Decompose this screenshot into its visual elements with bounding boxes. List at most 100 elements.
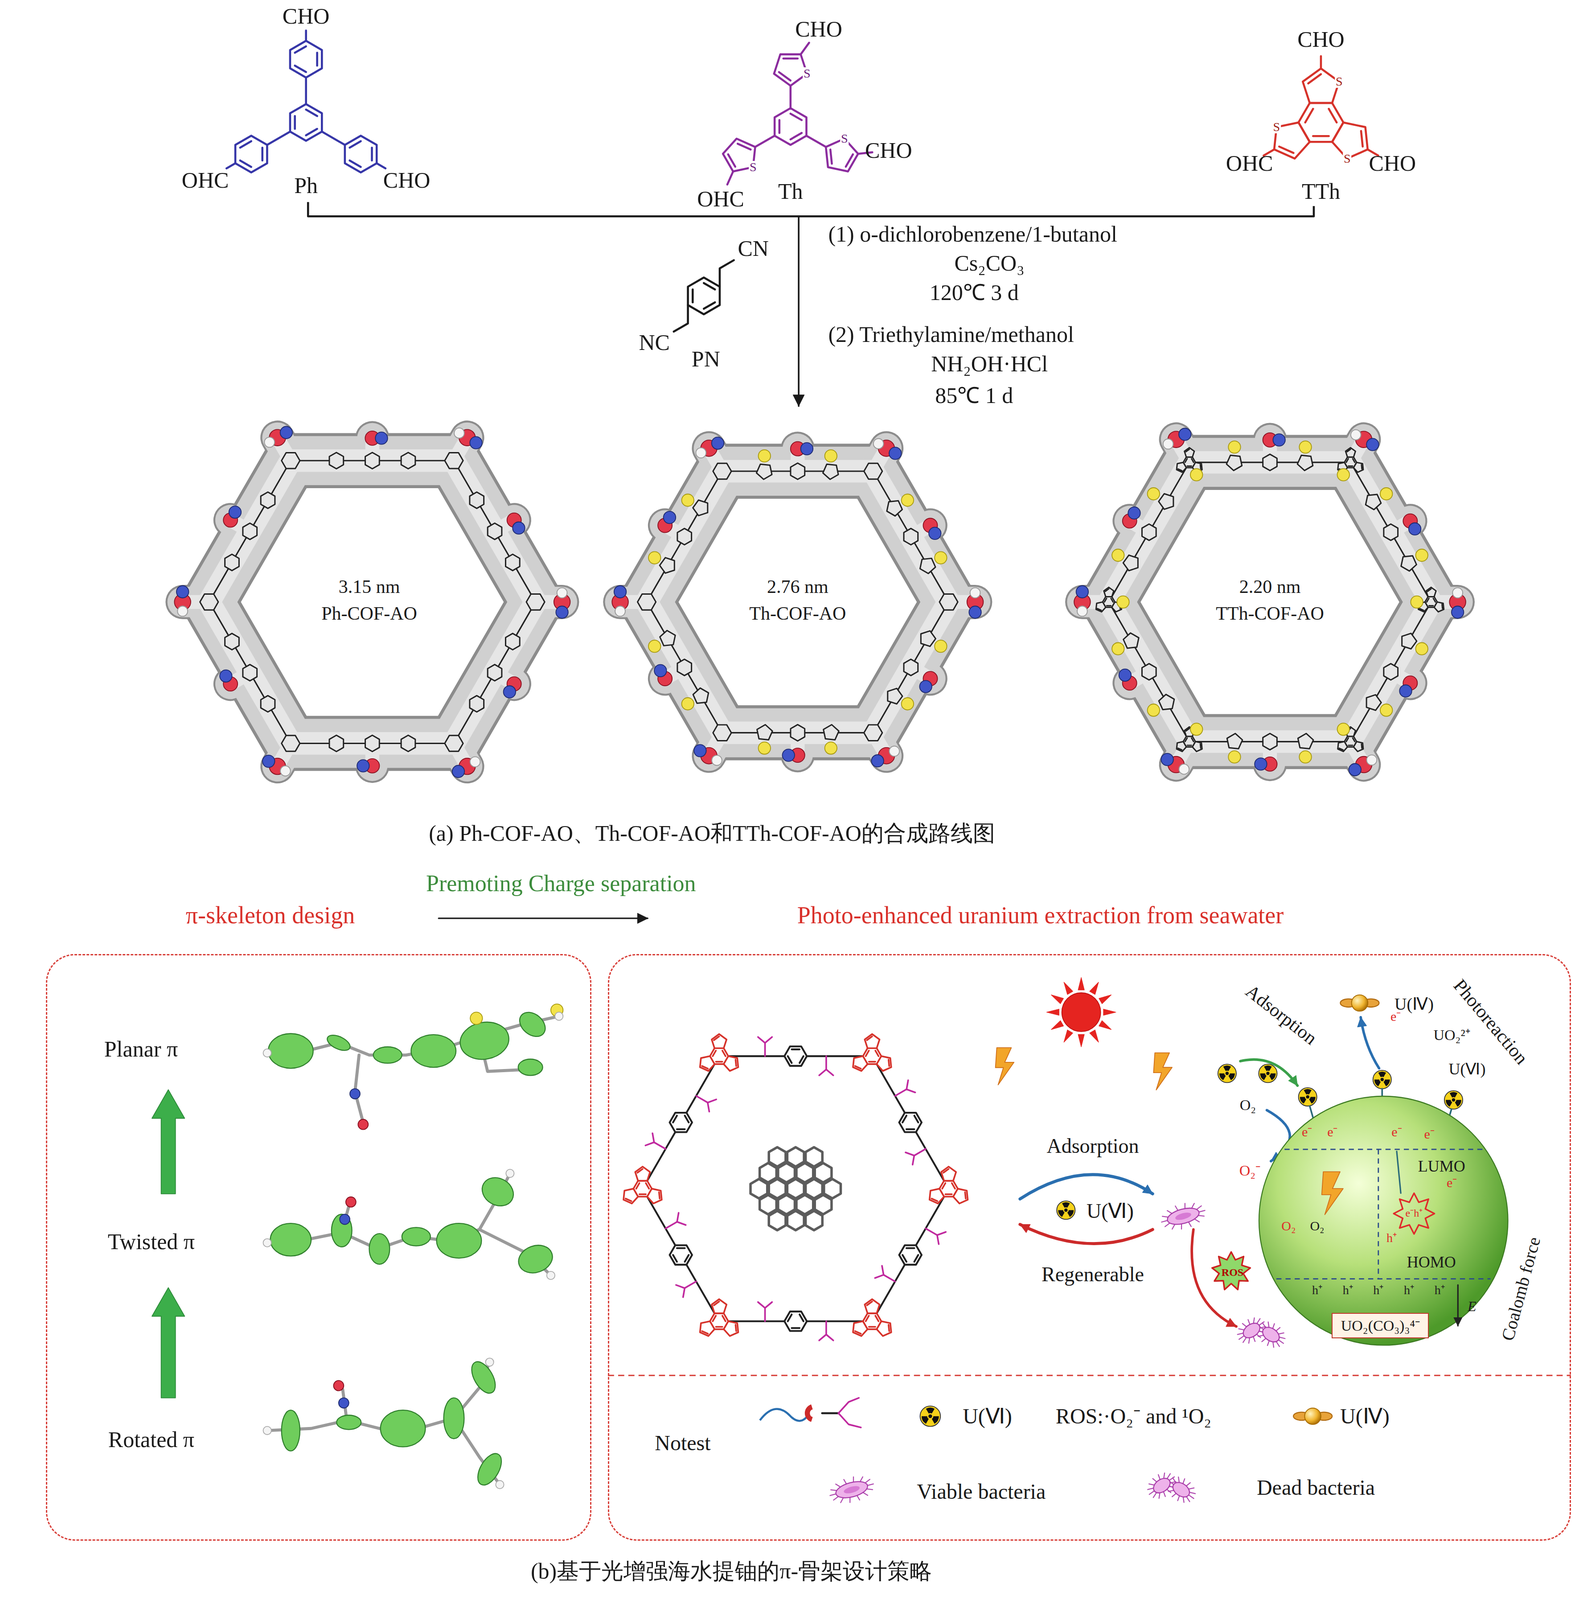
thiophene-ring <box>1361 743 1362 749</box>
light-source <box>995 977 1173 1090</box>
sulfur-atom <box>681 493 694 506</box>
pore-size-label: 2.76 nm <box>766 575 829 598</box>
node-text: UO₂(CO₃)₃⁴⁻ <box>1341 1316 1420 1334</box>
thiophene-ring <box>713 1036 720 1040</box>
up-arrow <box>151 1287 185 1398</box>
benzene-ring <box>914 1254 919 1262</box>
radiation-blade <box>1449 1091 1458 1098</box>
bacterium-flagellum <box>1184 1202 1186 1209</box>
thiophene-ring <box>735 1324 737 1331</box>
benzene-ring <box>1348 744 1354 746</box>
node-text: O₂⁻ <box>1239 1161 1261 1179</box>
bacterium-flagellum <box>1198 1214 1205 1216</box>
photo-extraction-panel: AdsorptionU(Ⅵ)RegenerableAdsorptionPhoto… <box>607 953 1571 1541</box>
sulfur-atom <box>1337 722 1350 735</box>
ligand-tether <box>759 1408 809 1421</box>
arrow-line <box>797 216 800 407</box>
bond-line <box>304 30 308 42</box>
amidoxime-group <box>937 1231 946 1235</box>
nitrogen-atom <box>219 669 232 682</box>
nitrogen-atom <box>280 426 293 439</box>
amidoxime-group <box>764 1042 767 1056</box>
amidoxime-group <box>707 1099 717 1103</box>
radiation-symbol <box>1056 1200 1075 1219</box>
cof-pore-model <box>611 436 984 767</box>
bond-line <box>755 135 776 147</box>
thiophene-ring <box>888 1059 890 1066</box>
benzene-ring <box>1185 737 1188 742</box>
node-text: Adsorption <box>1241 980 1322 1049</box>
benzene-ring <box>329 734 344 752</box>
sulfur-atom <box>934 639 947 653</box>
node-text: Adsorption <box>1046 1134 1139 1158</box>
hydrogen-atom <box>280 765 291 776</box>
sulfur-atom <box>758 741 771 754</box>
amidoxime-group <box>825 1320 828 1335</box>
bacterium-flagellum <box>1198 1209 1205 1212</box>
radiation-disc <box>1218 1063 1237 1083</box>
radiation-core <box>1305 1095 1309 1099</box>
nitrogen-atom <box>928 527 941 540</box>
amidoxime-group <box>894 1088 907 1096</box>
radiation-blade <box>1383 1079 1390 1087</box>
sulfur-atom <box>1228 750 1241 763</box>
bacterium-flagellum <box>1196 1205 1202 1210</box>
orbital-lobe <box>476 1171 519 1211</box>
benzene-ring <box>902 1115 907 1122</box>
amidoxime-group <box>883 1274 896 1282</box>
orbital-lobe <box>410 1034 456 1067</box>
bond-line <box>226 163 236 169</box>
benzene-ring <box>344 135 377 173</box>
nitrogen-atom <box>1349 763 1362 776</box>
node-text: e⁻ <box>1446 1174 1457 1191</box>
arrow-head <box>1226 1317 1237 1327</box>
benzene-ring <box>240 141 252 148</box>
bacterium-flagellum <box>1181 1223 1182 1229</box>
sulfur-atom <box>1190 722 1203 735</box>
thiophene-ring <box>864 1033 880 1049</box>
thiophene-ring <box>700 1055 715 1071</box>
amidoxime-group <box>905 1152 915 1156</box>
cof-pore-model <box>174 426 571 778</box>
bacterium-flagellum <box>1276 1341 1280 1346</box>
amidoxime-group <box>912 1155 915 1165</box>
benzene-ring <box>774 108 807 145</box>
benzene-ring <box>677 659 692 676</box>
benzene-ring <box>799 1055 804 1063</box>
benzene-ring <box>225 553 240 571</box>
benzene-ring <box>295 46 307 53</box>
framework-skeleton <box>646 471 949 733</box>
benzene-ring <box>1428 604 1434 607</box>
thiophene-ring <box>723 1055 739 1071</box>
subfigure-caption: (a) Ph-COF-AO、Th-COF-AO和TTh-COF-AO的合成路线图 <box>428 820 996 847</box>
amidoxime-group <box>707 1102 710 1112</box>
sulfur-atom <box>648 639 661 653</box>
node-text: O₂ <box>1309 1217 1325 1234</box>
bacterium-flagellum <box>1186 1482 1191 1486</box>
benzene-ring <box>864 463 883 480</box>
nitrogen-atom <box>356 759 370 772</box>
thiophene-ring <box>953 1188 968 1203</box>
benzene-ring <box>1111 598 1114 602</box>
benzene-ring <box>349 141 361 148</box>
dead-bacterium <box>1170 1479 1193 1500</box>
thiophene-ring <box>711 1033 727 1049</box>
benzene-ring <box>869 1060 876 1063</box>
radiation-core <box>1266 1071 1270 1075</box>
sun-ray <box>1063 981 1073 995</box>
bacterium-flagellum <box>1167 1473 1171 1479</box>
amidoxime-group <box>925 1228 938 1235</box>
nitrogen-atom <box>229 505 242 518</box>
radiation-blade <box>1374 1079 1381 1087</box>
thiophene-ring <box>1345 447 1356 457</box>
bacterium-flagellum <box>1175 1205 1178 1210</box>
benzene-ring <box>1346 458 1349 463</box>
benzene-ring <box>790 724 805 741</box>
benzene-ring <box>1104 598 1107 602</box>
thiophene-ring <box>866 1036 873 1040</box>
benzene-ring <box>676 1127 685 1130</box>
amidoxime-group <box>676 1221 686 1225</box>
bacterium <box>1165 1204 1201 1227</box>
formyl-group-label: CHO <box>1297 27 1345 54</box>
hydrogen-atom <box>546 1271 555 1280</box>
